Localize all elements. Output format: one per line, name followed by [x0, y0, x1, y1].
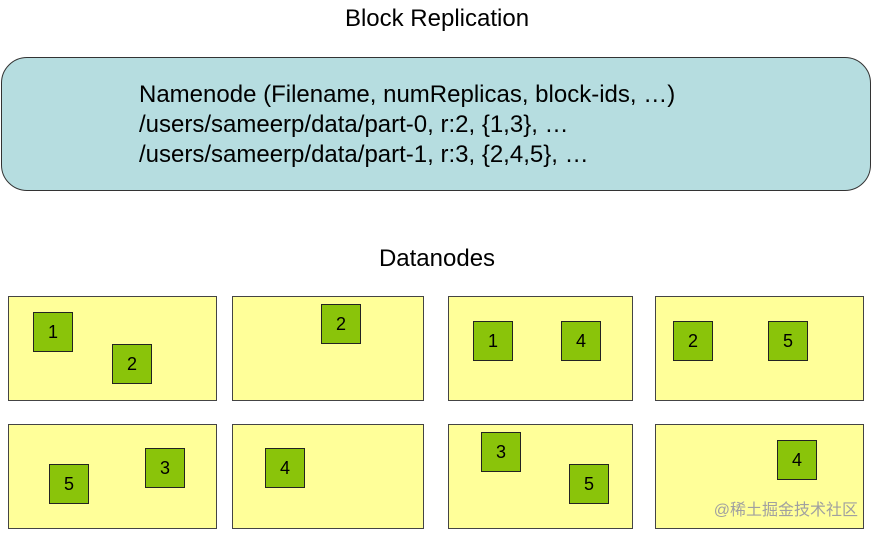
datanode-3: 1 4	[448, 296, 633, 401]
block-3: 3	[145, 448, 185, 488]
block-2: 2	[321, 304, 361, 344]
block-1: 1	[33, 312, 73, 352]
diagram-title: Block Replication	[344, 5, 530, 32]
datanode-7: 3 5	[448, 424, 633, 529]
datanode-1: 1 2	[8, 296, 217, 401]
block-4: 4	[777, 440, 817, 480]
watermark: @稀土掘金技术社区	[713, 502, 858, 519]
block-5: 5	[569, 464, 609, 504]
block-4: 4	[561, 321, 601, 361]
datanode-8: 4	[655, 424, 864, 529]
datanode-5: 5 3	[8, 424, 217, 529]
block-2: 2	[112, 344, 152, 384]
datanode-2: 2	[232, 296, 424, 401]
block-5: 5	[49, 464, 89, 504]
block-1: 1	[473, 321, 513, 361]
namenode-file-line-part-1: /users/sameerp/data/part-1, r:3, {2,4,5}…	[139, 141, 589, 168]
namenode-file-line-part-0: /users/sameerp/data/part-0, r:2, {1,3}, …	[139, 111, 569, 138]
block-4: 4	[265, 448, 305, 488]
datanode-6: 4	[232, 424, 424, 529]
block-3: 3	[481, 432, 521, 472]
block-2: 2	[673, 321, 713, 361]
block-5: 5	[768, 321, 808, 361]
namenode-box: Namenode (Filename, numReplicas, block-i…	[1, 57, 871, 191]
datanodes-label: Datanodes	[378, 245, 496, 272]
namenode-header-line: Namenode (Filename, numReplicas, block-i…	[139, 81, 676, 108]
datanode-4: 2 5	[655, 296, 864, 401]
